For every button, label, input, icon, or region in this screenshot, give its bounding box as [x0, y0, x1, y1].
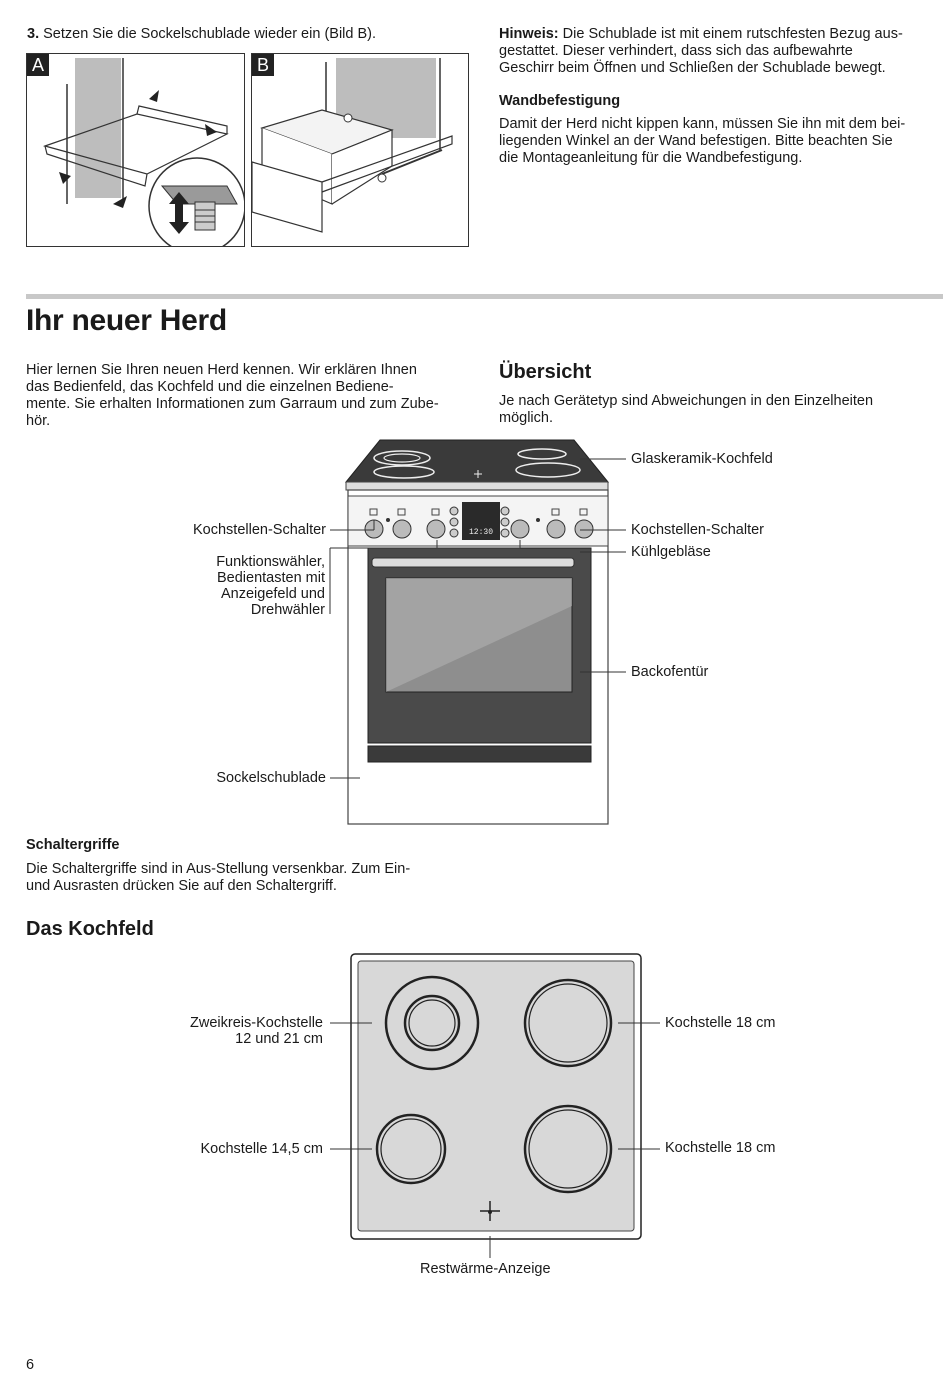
- wandbefestigung-line-3: die Montageanleitung für die Wandbefesti…: [499, 150, 803, 166]
- label-kochstelle-top-right: Kochstelle 18 cm: [665, 1015, 776, 1031]
- label-kuehlgeblaese: Kühlgebläse: [631, 544, 711, 560]
- hinweis-line-2: gestattet. Dieser verhindert, dass sich …: [499, 43, 853, 59]
- label-backofentuer: Backofentür: [631, 664, 709, 680]
- figure-a: A: [26, 53, 245, 247]
- restwaerme-indicator: [488, 1210, 492, 1214]
- schaltergriffe-line-1: Die Schaltergriffe sind in Aus-Stellung …: [26, 861, 411, 877]
- cooktop-zone-top-right: [523, 978, 613, 1068]
- figure-a-label: A: [27, 54, 49, 76]
- funktion-line-2: Bedientasten mit: [216, 570, 325, 586]
- hinweis-paragraph: Hinweis: Die Schublade ist mit einem rut…: [499, 26, 903, 77]
- figure-b-illustration: [252, 58, 453, 233]
- display-time: 12:30: [469, 528, 493, 537]
- cooktop-illustration: [350, 953, 642, 1240]
- step-text: Setzen Sie die Sockelschublade wieder ei…: [43, 26, 377, 42]
- kochfeld-heading: Das Kochfeld: [26, 918, 154, 940]
- cooktop-zone-bottom-left: [375, 1113, 447, 1185]
- uebersicht-line-2: möglich.: [499, 410, 553, 426]
- schaltergriffe-line-2: und Ausrasten drücken Sie auf den Schalt…: [26, 878, 337, 894]
- wandbefestigung-heading: Wandbefestigung: [499, 93, 621, 109]
- intro-line-4: hör.: [26, 413, 51, 429]
- wandbefestigung-line-1: Damit der Herd nicht kippen kann, müssen…: [499, 116, 906, 132]
- section-title: Ihr neuer Herd: [26, 304, 227, 337]
- uebersicht-paragraph: Je nach Gerätetyp sind Abweichungen in d…: [499, 393, 873, 427]
- label-zweikreis-kochstelle: Zweikreis-Kochstelle 12 und 21 cm: [120, 1015, 323, 1047]
- label-kochstellen-schalter-left: Kochstellen-Schalter: [193, 522, 326, 538]
- schaltergriffe-heading: Schaltergriffe: [26, 837, 120, 853]
- figure-b: B: [251, 53, 469, 247]
- zweikreis-line-1: Zweikreis-Kochstelle: [190, 1015, 323, 1031]
- section-intro: Hier lernen Sie Ihren neuen Herd kennen.…: [26, 362, 439, 430]
- label-glaskeramik-kochfeld: Glaskeramik-Kochfeld: [631, 451, 773, 467]
- label-kochstelle-bottom-left: Kochstelle 14,5 cm: [200, 1141, 323, 1157]
- hinweis-line-1: Die Schublade ist mit einem rutschfesten…: [562, 26, 903, 42]
- hinweis-line-3: Geschirr beim Öffnen und Schließen der S…: [499, 60, 886, 76]
- section-divider: [26, 294, 943, 299]
- label-funktionswaehler: Funktionswähler, Bedientasten mit Anzeig…: [150, 554, 325, 618]
- intro-line-1: Hier lernen Sie Ihren neuen Herd kennen.…: [26, 362, 417, 378]
- uebersicht-line-1: Je nach Gerätetyp sind Abweichungen in d…: [499, 393, 874, 409]
- zweikreis-line-2: 12 und 21 cm: [235, 1031, 323, 1047]
- uebersicht-heading: Übersicht: [499, 361, 592, 383]
- label-restwaerme-anzeige: Restwärme-Anzeige: [420, 1261, 551, 1277]
- intro-line-3: mente. Sie erhalten Informationen zum Ga…: [26, 396, 439, 412]
- label-kochstellen-schalter-right: Kochstellen-Schalter: [631, 522, 764, 538]
- intro-line-2: das Bedienfeld, das Kochfeld und die ein…: [26, 379, 394, 395]
- cooktop-zone-dual: [384, 975, 480, 1071]
- hinweis-label: Hinweis:: [499, 26, 559, 42]
- schaltergriffe-paragraph: Die Schaltergriffe sind in Aus-Stellung …: [26, 861, 410, 895]
- funktion-line-1: Funktionswähler,: [216, 554, 325, 570]
- label-kochstelle-bottom-right: Kochstelle 18 cm: [665, 1140, 776, 1156]
- stove-illustration: 12:30: [344, 439, 610, 825]
- step-number: 3.: [27, 26, 40, 42]
- figure-a-illustration: [42, 58, 244, 246]
- cooktop-zone-bottom-right: [523, 1104, 613, 1194]
- figure-b-label: B: [252, 54, 274, 76]
- label-sockelschublade: Sockelschublade: [216, 770, 326, 786]
- wandbefestigung-line-2: liegenden Winkel an der Wand befestigen.…: [499, 133, 893, 149]
- step-3: 3. Setzen Sie die Sockelschublade wieder…: [27, 26, 376, 43]
- page-number: 6: [26, 1357, 35, 1373]
- wandbefestigung-paragraph: Damit der Herd nicht kippen kann, müssen…: [499, 116, 905, 167]
- funktion-line-3: Anzeigefeld und: [221, 586, 325, 602]
- funktion-line-4: Drehwähler: [250, 602, 325, 618]
